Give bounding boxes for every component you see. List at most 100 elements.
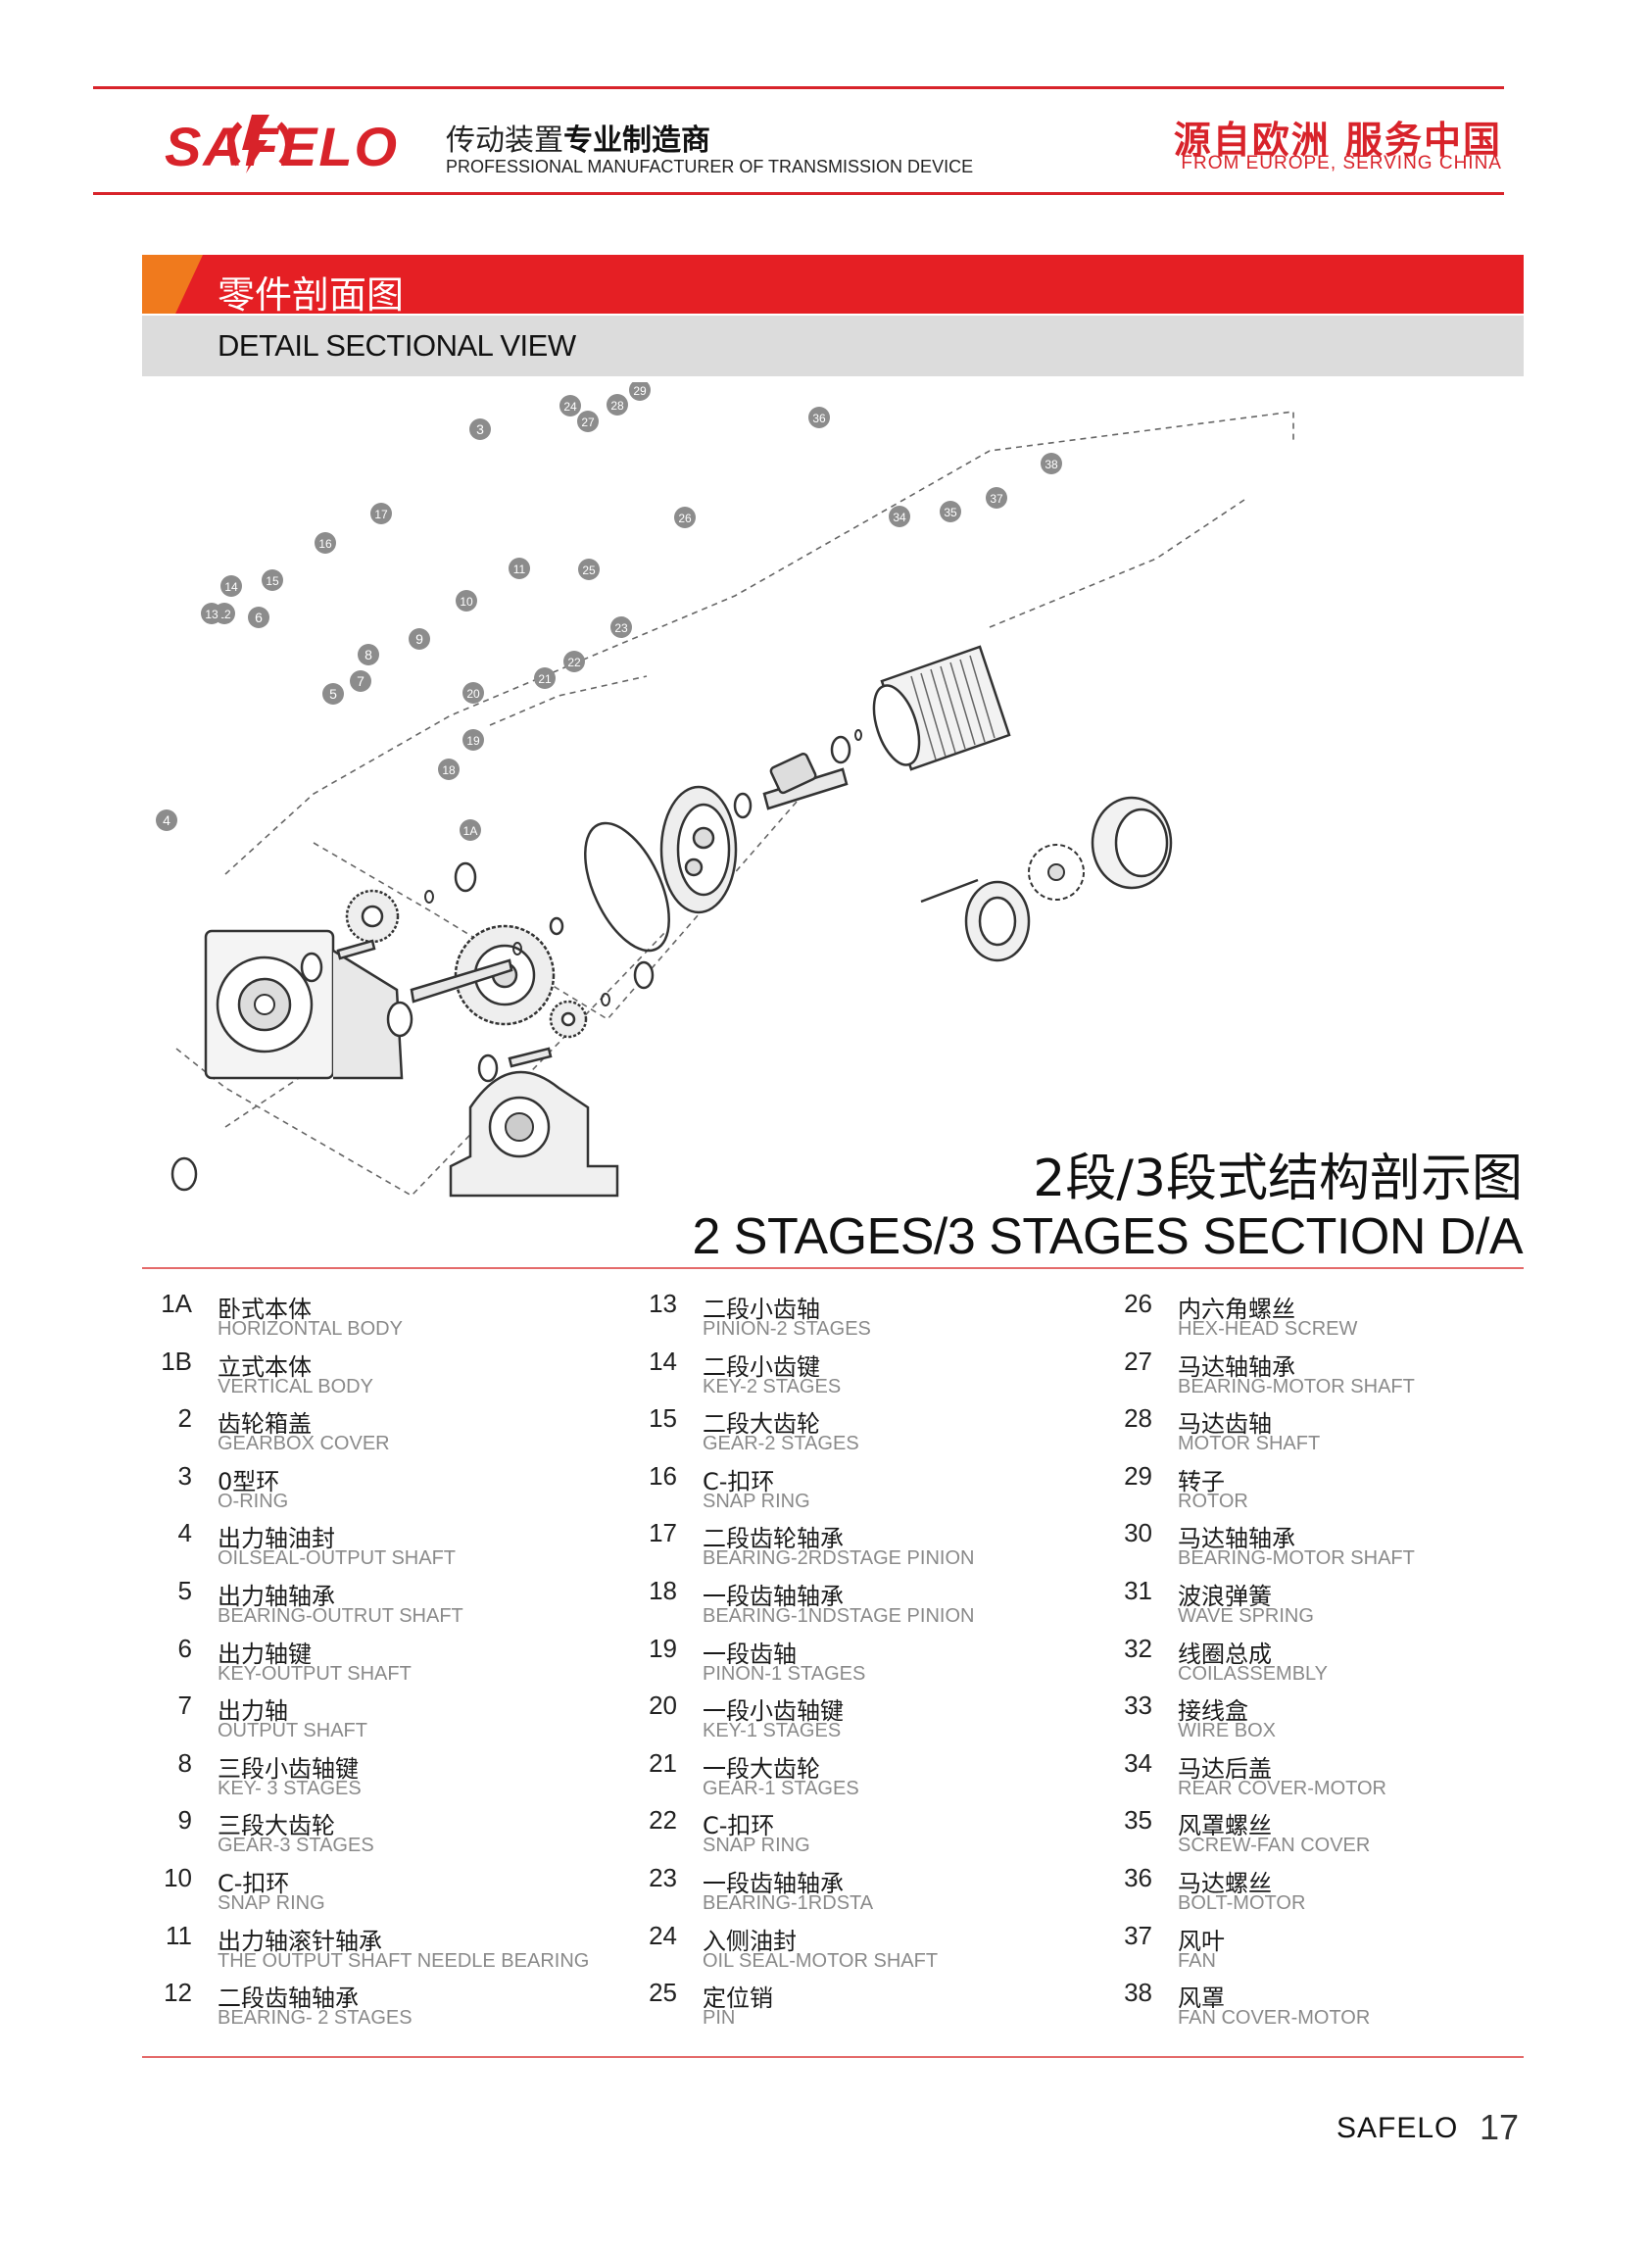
part-name-cn: 入侧油封 bbox=[703, 1927, 797, 1955]
part-number: 12 bbox=[164, 1978, 192, 2008]
part-name-en: BEARING-MOTOR SHAFT bbox=[1178, 1375, 1415, 1397]
part-name-cn: 一段大齿轮 bbox=[703, 1754, 820, 1783]
part-name-cn: 定位销 bbox=[703, 1984, 773, 2013]
part-name-en: GEAR-1 STAGES bbox=[703, 1777, 859, 1799]
callout-label: 8 bbox=[364, 647, 372, 662]
part-name-cn: 三段小齿轴键 bbox=[218, 1754, 359, 1783]
part-name-en: BEARING-1RDSTA bbox=[703, 1891, 874, 1914]
callout-label: 6 bbox=[255, 610, 263, 625]
part-number: 18 bbox=[649, 1575, 677, 1605]
part-name-en: OUTPUT SHAFT bbox=[218, 1720, 367, 1742]
callout-14: 14 bbox=[220, 575, 242, 597]
part-name-en: WAVE SPRING bbox=[1178, 1604, 1314, 1627]
callout-35: 35 bbox=[940, 501, 961, 522]
callout-label: 14 bbox=[224, 580, 238, 594]
callout-36: 36 bbox=[808, 407, 830, 428]
part-name-cn: 波浪弹簧 bbox=[1178, 1582, 1272, 1610]
part-name-en: MOTOR SHAFT bbox=[1178, 1433, 1321, 1455]
callout-7: 7 bbox=[350, 670, 371, 692]
rotor-part bbox=[769, 753, 817, 795]
part-name-en: GEARBOX COVER bbox=[218, 1433, 390, 1455]
part-number: 1B bbox=[161, 1346, 192, 1376]
fan-part bbox=[1028, 844, 1085, 901]
callout-10: 10 bbox=[456, 590, 477, 612]
part-name-en: GEAR-2 STAGES bbox=[703, 1433, 859, 1455]
part-number: 16 bbox=[649, 1460, 677, 1491]
part-number: 14 bbox=[649, 1346, 677, 1376]
callout-3: 3 bbox=[469, 418, 491, 440]
part-number: 25 bbox=[649, 1978, 677, 2008]
part-name-cn: 风罩螺丝 bbox=[1178, 1812, 1272, 1840]
vertical-body-part bbox=[204, 929, 404, 1080]
callout-1a: 1A bbox=[460, 819, 481, 841]
callout-label: 22 bbox=[567, 656, 581, 669]
callout-17: 17 bbox=[370, 503, 392, 524]
part-name-cn: 一段齿轴 bbox=[703, 1640, 797, 1668]
part-name-cn: C-扣环 bbox=[218, 1869, 290, 1897]
section-title-en: DETAIL SECTIONAL VIEW bbox=[218, 328, 576, 363]
part-name-en: KEY-OUTPUT SHAFT bbox=[218, 1662, 412, 1685]
part-number: 4 bbox=[177, 1518, 192, 1548]
callout-label: 3 bbox=[476, 421, 484, 437]
part-name-cn: 出力轴轴承 bbox=[218, 1582, 335, 1610]
callout-label: 11 bbox=[513, 563, 526, 576]
section-title-bar bbox=[142, 255, 1524, 314]
part-name-en: KEY-1 STAGES bbox=[703, 1720, 842, 1742]
callout-label: 1A bbox=[463, 824, 478, 838]
callout-label: 35 bbox=[944, 506, 957, 519]
brand-wordmark: SAFELO bbox=[165, 116, 400, 177]
part-number: 15 bbox=[649, 1403, 677, 1434]
callout-label: 15 bbox=[266, 574, 279, 588]
part-name-cn: 内六角螺丝 bbox=[1178, 1296, 1295, 1323]
part-name-cn: 三段大齿轮 bbox=[218, 1812, 335, 1840]
part-number: 34 bbox=[1124, 1747, 1152, 1778]
callout-9: 9 bbox=[409, 628, 430, 650]
part-name-en: FAN COVER-MOTOR bbox=[1178, 2007, 1371, 2030]
part-name-cn: 一段齿轴轴承 bbox=[703, 1582, 844, 1610]
part-number: 23 bbox=[649, 1862, 677, 1892]
part-name-en: KEY-2 STAGES bbox=[703, 1375, 842, 1397]
part-name-cn: 马达齿轴 bbox=[1178, 1410, 1272, 1439]
callout-label: 29 bbox=[633, 384, 647, 398]
callout-label: 25 bbox=[582, 564, 596, 577]
part-number: 13 bbox=[649, 1289, 677, 1318]
header-top-rule bbox=[93, 86, 1504, 89]
part-name-en: SNAP RING bbox=[703, 1835, 810, 1857]
callout-label: 16 bbox=[318, 537, 332, 551]
callout-label: 26 bbox=[678, 512, 692, 525]
part-name-en: BEARING-MOTOR SHAFT bbox=[1178, 1547, 1415, 1570]
callout-label: 27 bbox=[581, 416, 595, 429]
callout-21: 21 bbox=[534, 667, 556, 689]
part-name-cn: C-扣环 bbox=[703, 1467, 775, 1495]
part-name-cn: 马达螺丝 bbox=[1178, 1869, 1272, 1897]
part-name-cn: 一段小齿轴键 bbox=[703, 1697, 844, 1726]
part-name-cn: 出力轴键 bbox=[218, 1640, 312, 1668]
figure-title-en: 2 STAGES/3 STAGES SECTION D/A bbox=[692, 1208, 1523, 1265]
part-number: 36 bbox=[1124, 1862, 1152, 1892]
section-title-cn: 零件剖面图 bbox=[218, 273, 405, 317]
part-number: 9 bbox=[177, 1805, 192, 1836]
part-name-cn: 线圈总成 bbox=[1178, 1640, 1272, 1668]
part-number: 2 bbox=[177, 1403, 192, 1434]
part-name-cn: 二段小齿键 bbox=[703, 1352, 820, 1381]
part-name-cn: 卧式本体 bbox=[218, 1296, 312, 1323]
part-name-en: ROTOR bbox=[1178, 1490, 1248, 1512]
part-number: 33 bbox=[1124, 1690, 1152, 1721]
part-number: 38 bbox=[1124, 1978, 1152, 2008]
figure-title-cn: 2段/3段式结构剖示图 bbox=[1033, 1150, 1523, 1208]
part-name-en: HORIZONTAL BODY bbox=[218, 1318, 403, 1340]
